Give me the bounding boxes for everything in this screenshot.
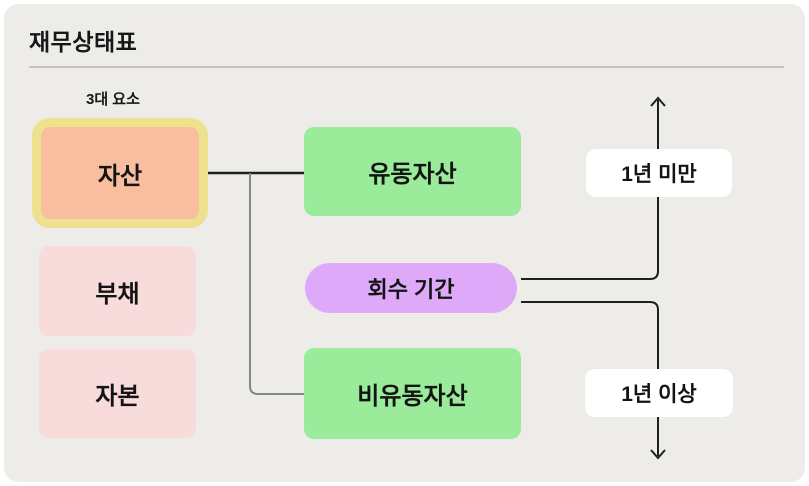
tag-under-one-year-label: 1년 미만: [621, 163, 697, 186]
node-current-assets-label: 유동자산: [368, 161, 457, 188]
node-liabilities-label: 부채: [95, 280, 140, 308]
node-assets-label: 자산: [97, 162, 143, 190]
title-divider: [29, 66, 784, 68]
node-liabilities: 부채: [39, 246, 196, 336]
annotation-three-elements: 3대 요소: [86, 91, 140, 108]
tag-under-one-year: 1년 미만: [586, 149, 732, 197]
node-collection-period-label: 회수 기간: [367, 277, 455, 302]
arrow-up-icon: [650, 96, 666, 107]
node-current-assets: 유동자산: [304, 127, 521, 216]
diagram-canvas: 재무상태표 3대 요소 자산 부채 자본 유동자산 회수 기간 비유동자산 1년…: [4, 4, 805, 482]
node-assets: 자산: [32, 118, 208, 228]
tag-over-one-year: 1년 이상: [585, 369, 733, 417]
arrow-down-icon: [650, 449, 666, 460]
node-equity: 자본: [39, 349, 196, 438]
node-noncurrent-assets: 비유동자산: [304, 348, 521, 439]
connector-assets-noncurrent: [249, 173, 304, 395]
node-noncurrent-assets-label: 비유동자산: [357, 383, 468, 410]
node-equity-label: 자본: [95, 383, 140, 410]
node-collection-period: 회수 기간: [305, 263, 517, 313]
page-title: 재무상태표: [29, 29, 138, 55]
tag-over-one-year-label: 1년 이상: [621, 383, 697, 406]
